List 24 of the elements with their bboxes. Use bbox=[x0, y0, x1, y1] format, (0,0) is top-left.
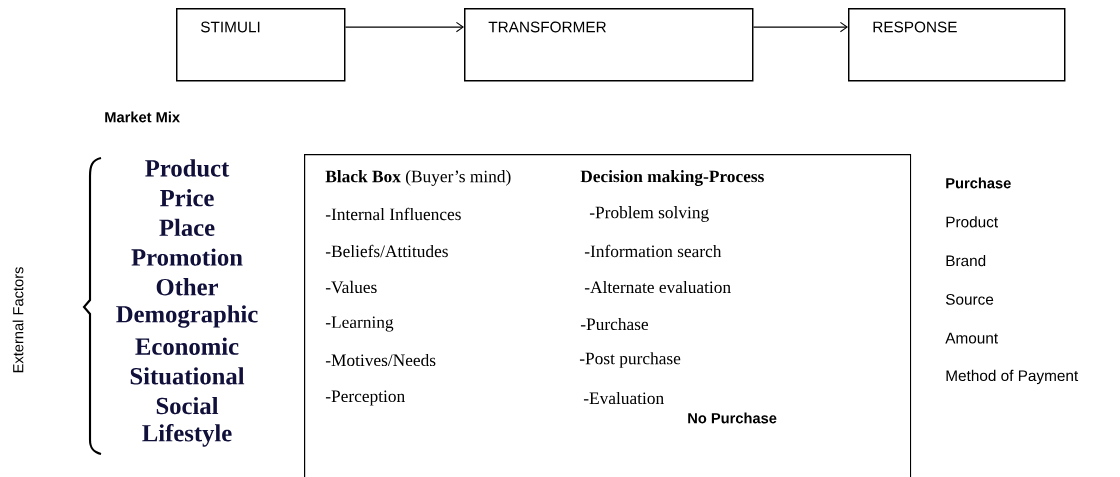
factor-label: Other bbox=[156, 278, 218, 296]
factor-label: Promotion bbox=[131, 248, 243, 266]
process-box: Black Box (Buyer’s mind) -Internal Influences -Beliefs/Attitudes -Values -Learning -Motives/Needs -Perception Decision making-Process -Problem solving -Information search -Alternate evaluation -Purchase -Post purchase -Evaluation No Purchase bbox=[304, 154, 912, 477]
response-item: Product bbox=[946, 216, 998, 228]
response-heading: Purchase bbox=[946, 177, 1011, 189]
process-box: STIMULI bbox=[176, 8, 346, 82]
axis-label: External Factors bbox=[12, 267, 24, 373]
response-item: Method of Payment bbox=[946, 369, 1079, 385]
factor-label: Demographic bbox=[116, 305, 258, 328]
factor-label: Product bbox=[145, 159, 230, 177]
section-heading: Market Mix bbox=[105, 111, 180, 123]
response-item: Brand bbox=[946, 254, 986, 267]
response-item: Source bbox=[945, 293, 994, 305]
factor-label: Place bbox=[159, 218, 215, 237]
factor-label: Economic bbox=[135, 337, 239, 355]
factor-label: Price bbox=[160, 189, 214, 207]
process-box: RESPONSE bbox=[848, 8, 1066, 82]
response-item: Amount bbox=[945, 332, 998, 344]
factor-label: Situational bbox=[130, 367, 245, 385]
arrow bbox=[344, 21, 464, 33]
factor-label: Lifestyle bbox=[142, 423, 232, 447]
factor-label: Social bbox=[156, 396, 219, 415]
process-box: TRANSFORMER bbox=[464, 8, 754, 82]
arrow bbox=[752, 21, 848, 33]
